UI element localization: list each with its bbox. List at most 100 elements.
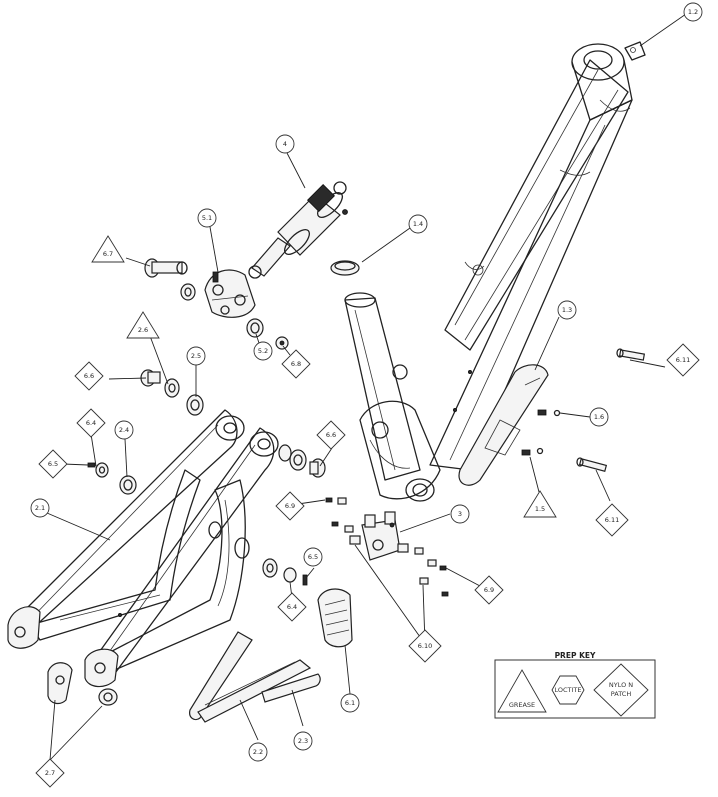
callout-label: 6.5	[48, 460, 58, 468]
callout-label: 5.1	[202, 214, 212, 222]
callout-c-1-6: 1.6	[589, 407, 609, 427]
callout-shape	[277, 592, 307, 622]
seat-clamp	[330, 260, 360, 276]
nylon-patch-symbol: NYLO N PATCH	[593, 663, 649, 717]
nylon-label-line2: PATCH	[611, 690, 632, 698]
callout-shape	[408, 629, 442, 663]
callout-label: 6.6	[326, 431, 336, 439]
callout-label: 6.1	[345, 699, 355, 707]
chainstay-protectors	[189, 631, 321, 723]
callout-c-5-1: 5.1	[197, 208, 217, 228]
pivot-hardware-left	[87, 369, 204, 495]
callout-shape	[523, 490, 557, 518]
callout-c-6-9a: 6.9	[275, 491, 305, 521]
lower-pivot-hardware	[262, 558, 308, 586]
front-triangle	[344, 43, 633, 502]
callout-c-6-4b: 6.4	[277, 592, 307, 622]
callout-shape	[683, 2, 703, 22]
callout-label: 2.4	[119, 426, 129, 434]
shock-yoke	[349, 511, 409, 561]
callout-c-6-8: 6.8	[281, 349, 311, 379]
callout-label: 3	[458, 510, 462, 518]
callout-shape	[316, 420, 346, 450]
callout-c-6-4a: 6.4	[76, 408, 106, 438]
callout-shape	[589, 407, 609, 427]
callout-shape	[253, 341, 273, 361]
callout-shape	[30, 498, 50, 518]
callout-shape	[35, 758, 65, 788]
callout-shape	[408, 214, 428, 234]
callout-label: 2.3	[298, 737, 308, 745]
loctite-label: LOCTITE	[554, 686, 581, 694]
rear-shock	[248, 181, 348, 279]
callout-label: 6.5	[308, 553, 318, 561]
callout-label: 6.9	[484, 586, 494, 594]
nylon-label-line1: NYLO N	[609, 681, 633, 689]
callout-c-6-6a: 6.6	[74, 361, 104, 391]
callout-label: 2.1	[35, 504, 45, 512]
callout-label: 1.4	[413, 220, 423, 228]
pivot-hardware-right	[278, 444, 326, 478]
callout-label: 6.9	[285, 502, 295, 510]
callout-label: 4	[283, 140, 287, 148]
callout-shape	[186, 346, 206, 366]
callout-label: 6.10	[418, 642, 432, 650]
callout-shape	[197, 208, 217, 228]
derailleur-hanger	[47, 662, 118, 706]
callout-label: 6.11	[676, 356, 690, 364]
callout-label: 2.6	[138, 326, 148, 334]
callout-shape	[666, 343, 700, 377]
callout-c-1-2: 1.2	[683, 2, 703, 22]
callout-c-6-6b: 6.6	[316, 420, 346, 450]
callout-c-6-7: 6.7	[91, 235, 125, 263]
callout-shape	[91, 235, 125, 263]
callout-label: 1.2	[688, 8, 698, 16]
callout-label: 6.6	[84, 372, 94, 380]
callout-label: 6.4	[287, 603, 297, 611]
callout-label: 2.7	[45, 769, 55, 777]
leader-lines	[39, 13, 687, 761]
callout-c-6-5a: 6.5	[38, 449, 68, 479]
callout-shape	[450, 504, 470, 524]
callout-shape	[293, 731, 313, 751]
callout-c-1-4: 1.4	[408, 214, 428, 234]
callout-c-6-11a: 6.11	[666, 343, 700, 377]
callout-shape	[126, 311, 160, 339]
callout-shape	[303, 547, 323, 567]
callout-shape	[474, 575, 504, 605]
callout-label: 6.8	[291, 360, 301, 368]
protector-bolts	[521, 409, 561, 456]
callout-label: 2.5	[191, 352, 201, 360]
callout-c-6-1: 6.1	[340, 693, 360, 713]
callout-c-6-9b: 6.9	[474, 575, 504, 605]
pivot-hardware-upper	[144, 258, 289, 350]
callout-shape	[38, 449, 68, 479]
axle-bolts	[576, 348, 646, 472]
grease-label: GREASE	[509, 701, 535, 709]
callout-shape	[114, 420, 134, 440]
yoke-bolts	[325, 497, 449, 597]
loctite-symbol: LOCTITE	[551, 675, 585, 705]
callout-c-2-4: 2.4	[114, 420, 134, 440]
swingarm	[7, 409, 279, 688]
callout-c-1-5: 1.5	[523, 490, 557, 518]
callout-label: 6.11	[605, 516, 619, 524]
chain-guide	[317, 588, 353, 648]
callout-c-4: 4	[275, 134, 295, 154]
callout-shape	[275, 134, 295, 154]
callout-shape	[340, 693, 360, 713]
callout-c-2-6: 2.6	[126, 311, 160, 339]
callout-c-6-5b: 6.5	[303, 547, 323, 567]
callout-c-2-3: 2.3	[293, 731, 313, 751]
callout-c-2-7: 2.7	[35, 758, 65, 788]
callout-shape	[248, 742, 268, 762]
callout-label: 5.2	[258, 347, 268, 355]
callout-layer: 1.241.45.16.72.61.36.112.56.65.26.86.42.…	[30, 2, 703, 788]
callout-c-3: 3	[450, 504, 470, 524]
callout-c-2-2: 2.2	[248, 742, 268, 762]
callout-c-2-5: 2.5	[186, 346, 206, 366]
callout-shape	[74, 361, 104, 391]
callout-label: 6.7	[103, 250, 113, 258]
